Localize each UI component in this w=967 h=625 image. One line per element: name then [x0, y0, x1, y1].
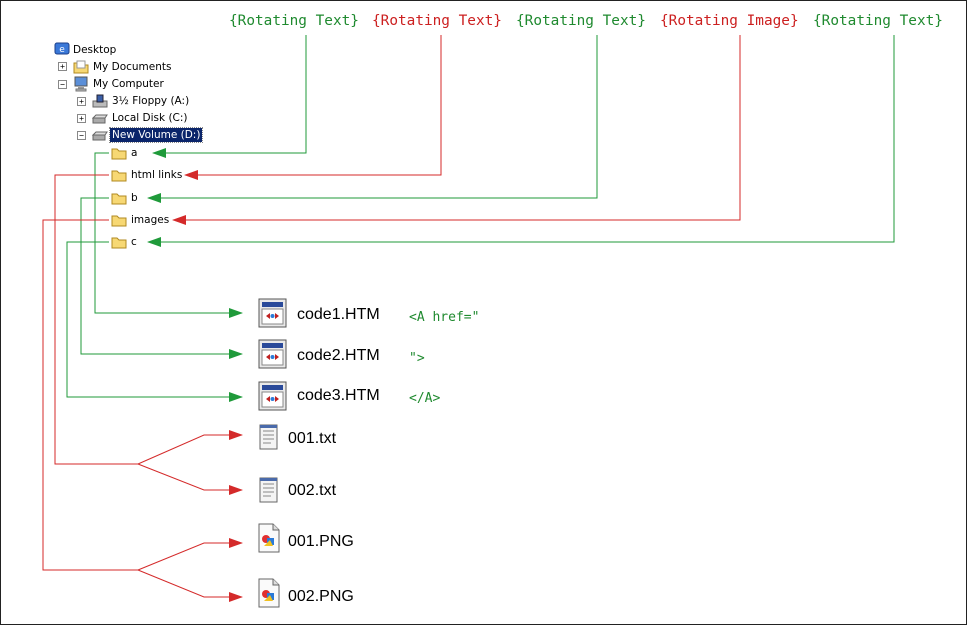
image-file-icon	[258, 523, 280, 553]
image-file-icon	[258, 578, 280, 608]
htm-file-icon	[258, 339, 287, 369]
expand-local-disk-toggle[interactable]: +	[77, 114, 86, 123]
file-002-txt[interactable]: 002.txt	[288, 482, 337, 499]
htm-file-icon	[258, 298, 287, 328]
text-file-icon	[259, 477, 278, 503]
tree-item-local-disk[interactable]: Local Disk (C:)	[112, 112, 188, 124]
connector-images-to-001-png	[137, 538, 243, 571]
connector-header3-to-b	[147, 35, 598, 203]
tree-folder-a[interactable]: a	[131, 147, 138, 159]
folder-icon	[111, 170, 127, 182]
tree-item-my-documents[interactable]: My Documents	[93, 61, 172, 73]
hard-disk-icon	[92, 131, 108, 141]
file-001-txt[interactable]: 001.txt	[288, 430, 337, 447]
svg-text:e: e	[59, 45, 65, 55]
connector-header4-to-images	[172, 35, 741, 225]
connector-images-trunk	[42, 219, 138, 571]
collapse-my-computer-toggle[interactable]: −	[58, 80, 67, 89]
folder-icon	[111, 237, 127, 249]
header-label-rotating-image: {Rotating Image}	[660, 13, 799, 29]
connector-b-to-code2	[80, 197, 243, 359]
tree-folder-images[interactable]: images	[131, 214, 170, 226]
floppy-drive-icon	[92, 94, 108, 108]
connector-images-to-002-png	[137, 569, 243, 602]
file-002-png[interactable]: 002.PNG	[288, 588, 354, 605]
tree-folder-b[interactable]: b	[131, 192, 138, 204]
header-label-rotating-text-3: {Rotating Text}	[516, 13, 646, 29]
connector-header5-to-c	[147, 35, 895, 247]
connector-a-to-code1	[94, 152, 243, 318]
tree-folder-html-links[interactable]: html links	[131, 169, 183, 181]
connector-html-links-to-002-txt	[137, 463, 243, 495]
connector-header2-to-html-links	[184, 35, 442, 180]
my-documents-icon	[73, 60, 89, 74]
connector-header1-to-a	[152, 35, 307, 158]
code-snippet-close-anchor: </A>	[409, 391, 441, 406]
file-code3-htm[interactable]: code3.HTM	[297, 387, 380, 404]
tree-item-floppy[interactable]: 3½ Floppy (A:)	[112, 95, 190, 107]
tree-item-desktop[interactable]: Desktop	[73, 44, 117, 56]
tree-item-new-volume[interactable]: New Volume (D:)	[108, 127, 204, 143]
file-code1-htm[interactable]: code1.HTM	[297, 306, 380, 323]
folder-icon	[111, 215, 127, 227]
text-file-icon	[259, 424, 278, 450]
header-label-rotating-text-2: {Rotating Text}	[372, 13, 502, 29]
connector-c-to-code3	[66, 241, 243, 402]
folder-icon	[111, 193, 127, 205]
my-computer-icon	[74, 76, 88, 92]
collapse-new-volume-toggle[interactable]: −	[77, 131, 86, 140]
folder-icon	[111, 148, 127, 160]
file-code2-htm[interactable]: code2.HTM	[297, 347, 380, 364]
header-label-rotating-text-5: {Rotating Text}	[813, 13, 943, 29]
code-snippet-open-anchor: <A href="	[409, 310, 480, 325]
tree-folder-c[interactable]: c	[131, 236, 137, 248]
desktop-icon: e	[54, 42, 70, 55]
htm-file-icon	[258, 381, 287, 411]
hard-disk-icon	[92, 114, 108, 124]
file-001-png[interactable]: 001.PNG	[288, 533, 354, 550]
tree-item-my-computer[interactable]: My Computer	[93, 78, 164, 90]
connector-html-links-to-001-txt	[137, 430, 243, 465]
header-label-rotating-text-1: {Rotating Text}	[229, 13, 359, 29]
expand-floppy-toggle[interactable]: +	[77, 97, 86, 106]
code-snippet-close-quote: ">	[409, 351, 425, 366]
connector-html-links-trunk	[54, 174, 138, 465]
expand-my-documents-toggle[interactable]: +	[58, 62, 67, 71]
